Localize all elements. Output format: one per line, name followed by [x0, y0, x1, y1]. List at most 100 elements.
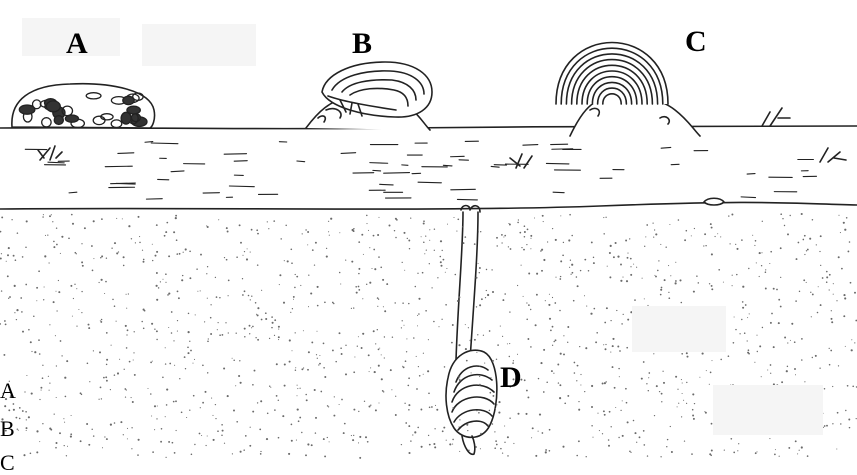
stipple-dot	[333, 415, 335, 417]
stipple-dot	[63, 418, 64, 419]
sponge-cell	[46, 101, 60, 112]
stipple-dot	[168, 441, 170, 443]
stipple-dot	[459, 419, 460, 420]
stipple-dot	[661, 401, 662, 402]
stipple-dot	[319, 355, 320, 356]
stipple-dot	[517, 354, 518, 355]
stipple-dot	[14, 285, 16, 287]
stipple-dot	[199, 433, 201, 435]
stipple-dot	[458, 376, 460, 378]
stipple-dot	[732, 285, 733, 286]
stipple-dot	[131, 238, 132, 239]
stipple-dot	[267, 413, 269, 415]
stipple-dot	[770, 322, 772, 324]
stipple-dot	[227, 395, 229, 397]
stipple-dot	[681, 302, 683, 304]
stipple-dot	[675, 376, 677, 378]
stipple-dot	[452, 439, 454, 441]
stipple-dot	[182, 275, 183, 276]
stipple-dot	[141, 321, 143, 323]
stipple-dot	[273, 220, 275, 222]
stipple-dot	[507, 436, 509, 438]
stipple-dot	[166, 389, 168, 391]
stipple-dot	[403, 232, 405, 234]
stipple-dot	[208, 338, 209, 339]
stipple-dot	[394, 230, 395, 231]
stipple-dot	[574, 362, 576, 364]
stipple-dot	[52, 221, 53, 222]
stipple-dot	[576, 276, 578, 278]
stipple-dot	[428, 339, 429, 340]
stipple-dot	[655, 233, 657, 235]
stipple-dot	[567, 326, 569, 328]
stipple-dot	[665, 246, 666, 247]
stipple-dot	[296, 440, 297, 441]
stipple-dot	[458, 344, 460, 346]
stipple-dot	[605, 217, 606, 218]
stipple-dot	[47, 234, 48, 235]
stipple-dot	[802, 239, 804, 241]
stipple-dot	[100, 257, 101, 258]
stipple-dot	[438, 326, 439, 327]
stipple-dot	[737, 450, 738, 451]
stipple-dot	[187, 352, 189, 354]
stipple-dot	[591, 406, 593, 408]
stipple-dot	[55, 442, 57, 444]
stipple-dot	[851, 349, 853, 351]
stipple-dot	[1, 290, 2, 291]
stipple-dot	[812, 357, 813, 358]
stipple-dot	[787, 366, 788, 367]
stipple-dot	[801, 446, 803, 448]
stipple-dot	[408, 240, 410, 242]
stipple-dot	[366, 284, 367, 285]
stipple-dot	[745, 304, 747, 306]
stipple-dot	[53, 246, 55, 248]
stipple-dot	[127, 428, 128, 429]
stipple-dot	[809, 238, 811, 240]
stipple-dot	[127, 329, 129, 331]
stipple-dot	[365, 436, 367, 438]
stipple-dot	[765, 269, 766, 270]
stipple-dot	[70, 436, 72, 438]
stipple-dot	[452, 324, 454, 326]
stipple-dot	[1, 216, 3, 218]
stipple-dot	[610, 426, 611, 427]
stipple-dot	[626, 402, 628, 404]
stipple-dot	[826, 271, 828, 273]
stipple-dot	[272, 322, 274, 324]
stipple-dot	[370, 367, 371, 368]
stipple-dot	[311, 444, 313, 446]
stipple-dot	[210, 317, 212, 319]
stipple-dot	[353, 228, 354, 229]
stipple-dot	[471, 372, 472, 373]
stipple-dot	[563, 242, 564, 243]
stipple-dot	[144, 310, 146, 312]
stipple-dot	[21, 311, 23, 313]
stipple-dot	[291, 262, 293, 264]
stipple-dot	[795, 440, 797, 442]
stipple-dot	[389, 225, 391, 227]
stipple-dot	[406, 351, 407, 352]
stipple-dot	[781, 381, 783, 383]
stipple-dot	[217, 430, 219, 432]
stipple-dot	[257, 264, 259, 266]
stipple-dot	[34, 351, 36, 353]
stipple-dot	[377, 329, 378, 330]
stipple-dot	[804, 381, 805, 382]
stipple-dot	[395, 237, 397, 239]
stipple-dot	[356, 292, 358, 294]
stipple-dot	[128, 293, 129, 294]
stipple-dot	[439, 256, 441, 258]
stipple-dot	[679, 279, 681, 281]
stipple-dot	[292, 350, 293, 351]
stipple-dot	[826, 276, 828, 278]
stipple-dot	[248, 295, 250, 297]
dash	[661, 147, 671, 148]
stipple-dot	[70, 285, 72, 287]
stipple-dot	[741, 319, 742, 320]
stipple-dot	[128, 225, 130, 227]
stipple-dot	[424, 253, 425, 254]
stipple-dot	[315, 432, 316, 433]
stipple-dot	[58, 280, 59, 281]
stipple-dot	[244, 290, 246, 292]
